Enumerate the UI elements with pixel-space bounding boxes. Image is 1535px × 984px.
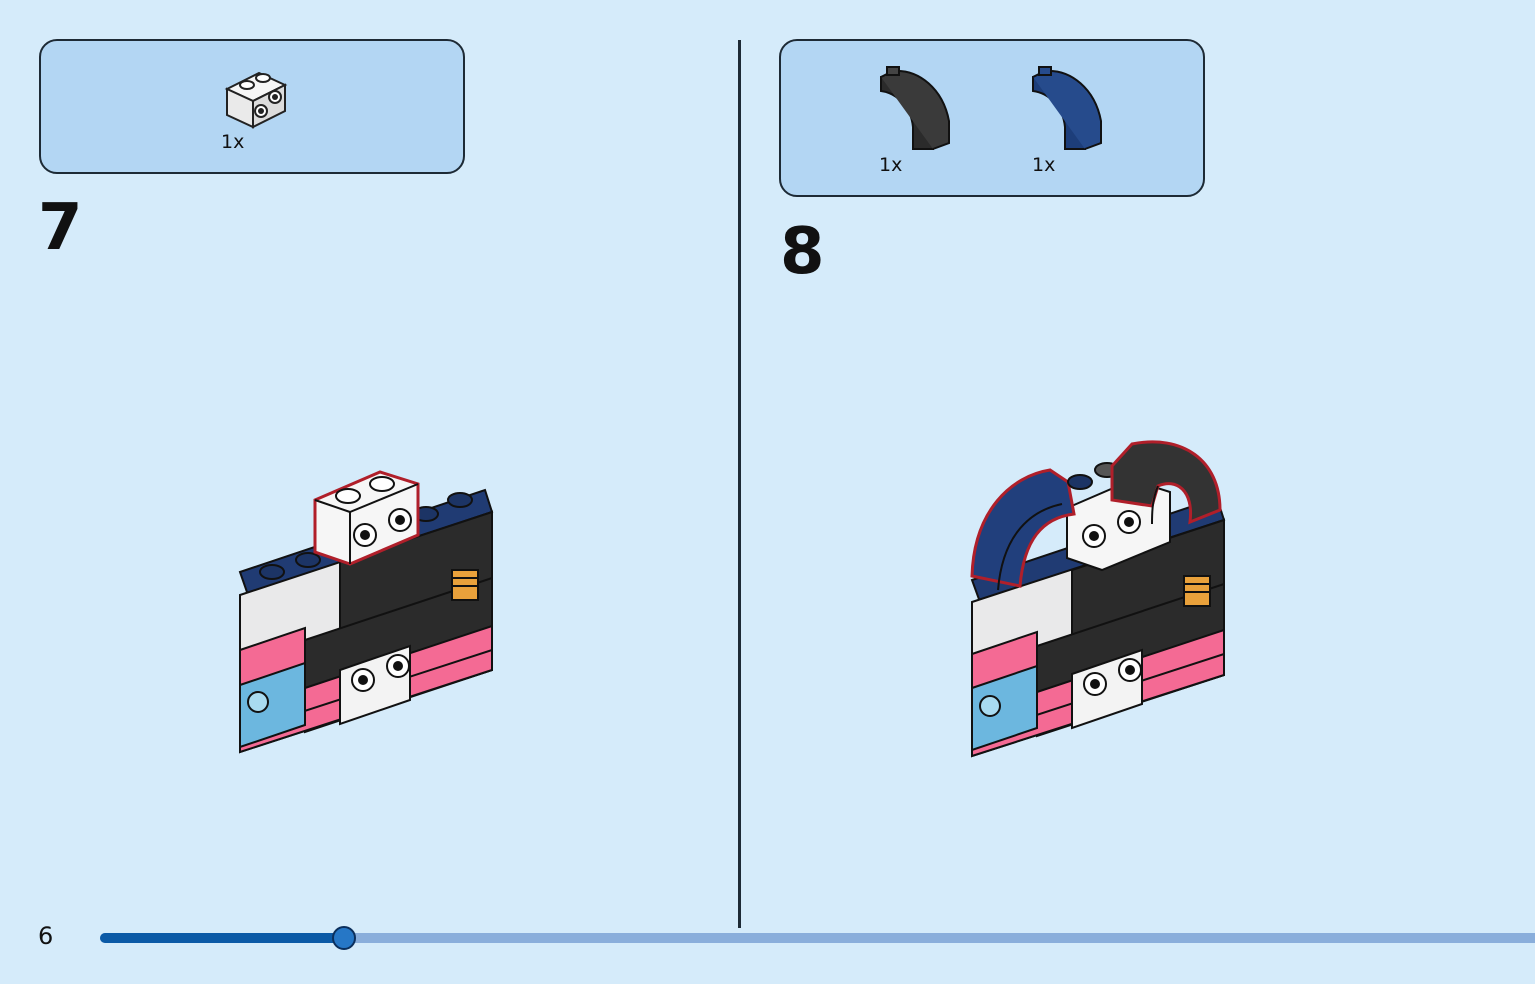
part-quantity: 1x (1032, 154, 1056, 176)
part-quantity: 1x (879, 154, 903, 176)
step-number-7: 7 (38, 191, 83, 265)
dark-blue-arch-slope-icon (1032, 66, 1102, 150)
progress-bar-fill (100, 933, 344, 943)
page-number: 6 (38, 922, 54, 950)
parts-callout-step-8: 1x 1x (779, 39, 1205, 197)
part-quantity: 1x (221, 131, 245, 153)
progress-knob (331, 926, 356, 950)
step-number-8: 8 (780, 215, 825, 289)
white-brick-1x2-studs-side-icon (224, 71, 288, 129)
step-7-assembly-illustration (238, 470, 494, 754)
step-divider (738, 40, 741, 928)
step-8-assembly-illustration (970, 440, 1226, 758)
black-arch-slope-icon (880, 66, 950, 150)
progress-bar (100, 926, 1535, 950)
parts-callout-step-7: 1x (39, 39, 465, 174)
